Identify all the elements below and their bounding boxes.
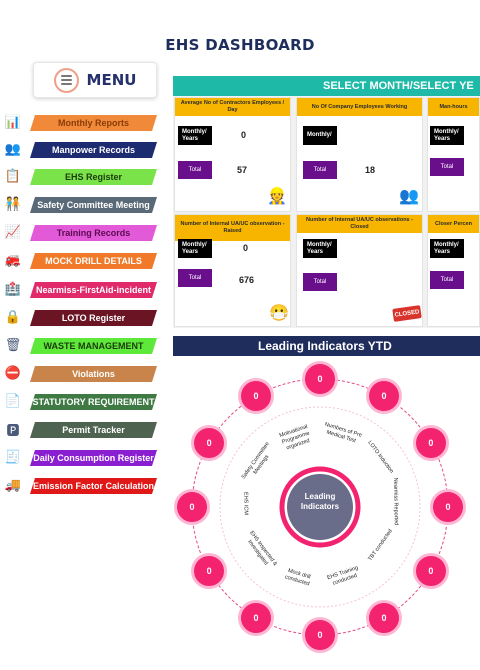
- team-icon: 👥: [399, 188, 419, 205]
- sidebar-item[interactable]: 🅿 Permit Tracker: [0, 419, 165, 441]
- sidebar-item[interactable]: 🗑 WASTE MANAGEMENT: [0, 335, 165, 357]
- menu-label: MENU: [86, 71, 137, 89]
- total-label: Total: [303, 161, 337, 179]
- consumption-icon: 🧾: [4, 449, 22, 464]
- sidebar-item-label[interactable]: Nearmiss-FirstAid-incident: [30, 282, 157, 298]
- clipboard-icon: 📊: [4, 114, 22, 129]
- kpi-card-title: No Of Company Employees Working: [297, 98, 422, 116]
- sidebar-item[interactable]: 🚒 MOCK DRILL DETAILS: [0, 250, 165, 272]
- indicator-node: 0: [302, 361, 338, 397]
- training-icon: 📈: [4, 224, 22, 239]
- total-label: Total: [178, 269, 212, 287]
- sidebar-item[interactable]: 📄 STATUTORY REQUIREMENT: [0, 391, 165, 413]
- kpi-card-contractors: Average No of Contractors Employees / Da…: [174, 97, 291, 212]
- kpi-card-closer-percentage: Closer Percen Monthly/ Years Total: [427, 214, 480, 327]
- kpi-card-observations-closed: Number of Internal UA/UC observations - …: [296, 214, 423, 327]
- emission-icon: 🚚: [4, 477, 22, 492]
- total-label: Total: [430, 271, 464, 289]
- sidebar-item-label[interactable]: Daily Consumption Register: [30, 450, 157, 466]
- monthly-value: 0: [241, 130, 247, 140]
- observer-icon: 😷: [269, 305, 289, 322]
- menu-icon: [53, 67, 79, 93]
- monthly-value: 0: [243, 243, 249, 253]
- sidebar-item-label[interactable]: Manpower Records: [30, 142, 157, 158]
- sidebar-item-label[interactable]: LOTO Register: [30, 310, 157, 326]
- leading-indicators-header: Leading Indicators YTD: [173, 336, 480, 356]
- total-value: 676: [239, 275, 255, 285]
- monthly-years-label[interactable]: Monthly/: [303, 126, 337, 145]
- monthly-years-label[interactable]: Monthly/ Years: [303, 239, 337, 258]
- sidebar-item[interactable]: 🧾 Daily Consumption Register: [0, 447, 165, 469]
- waste-icon: 🗑: [4, 337, 22, 352]
- kpi-card-company-employees: No Of Company Employees Working Monthly/…: [296, 97, 423, 212]
- permit-icon: 🅿: [6, 422, 20, 438]
- incident-icon: 🏥: [4, 281, 22, 296]
- kpi-card-title: Average No of Contractors Employees / Da…: [175, 98, 290, 116]
- indicator-node: 0: [366, 378, 402, 415]
- indicator-node: 0: [238, 378, 274, 415]
- indicator-node: 0: [412, 425, 449, 461]
- sidebar: MENU 📊 Monthly Reports 👥 Manpower Records 📋 E…: [0, 62, 165, 670]
- sidebar-item-label[interactable]: EHS Register: [30, 169, 157, 185]
- sidebar-item[interactable]: 🧑‍🤝‍🧑 Safety Committee Meeting: [0, 194, 165, 216]
- kpi-card-title: Number of Internal UA/UC observation - R…: [175, 215, 290, 241]
- sidebar-item-label[interactable]: Permit Tracker: [30, 422, 157, 438]
- violation-icon: ⛔: [4, 365, 22, 380]
- indicator-node: 0: [191, 425, 228, 461]
- menu-header[interactable]: MENU: [33, 62, 157, 98]
- kpi-card-observations-raised: Number of Internal UA/UC observation - R…: [174, 214, 291, 327]
- register-icon: 📋: [4, 168, 22, 183]
- indicator-spoke-label: Nearmiss Reported: [392, 477, 399, 526]
- monthly-years-label[interactable]: Monthly/ Years: [178, 239, 212, 258]
- total-label: Total: [303, 273, 337, 291]
- indicator-node: 0: [430, 489, 466, 525]
- sidebar-item-label[interactable]: Emission Factor Calculation: [30, 478, 157, 494]
- worker-icon: 👥: [4, 141, 22, 156]
- kpi-card-man-hours: Man-hours Monthly/ Years Total: [427, 97, 480, 212]
- page-title: EHS DASHBOARD: [165, 36, 315, 54]
- indicator-node: 0: [412, 553, 449, 589]
- monthly-years-label[interactable]: Monthly/ Years: [178, 126, 212, 145]
- total-value: 18: [365, 165, 376, 175]
- total-label: Total: [178, 161, 212, 179]
- closed-sign-icon: CLOSED: [392, 305, 422, 322]
- indicator-node: 0: [302, 617, 338, 653]
- kpi-card-title: Man-hours: [428, 98, 479, 116]
- indicator-node: 0: [191, 553, 228, 589]
- indicator-node: 0: [174, 489, 210, 525]
- lock-icon: 🔒: [4, 309, 22, 324]
- drill-icon: 🚒: [4, 252, 22, 267]
- worker-icon: 👷: [267, 188, 287, 205]
- sidebar-item-label[interactable]: Violations: [30, 366, 157, 382]
- sidebar-item-label[interactable]: STATUTORY REQUIREMENT: [30, 394, 157, 410]
- leading-center-label: Leading Indicators: [300, 492, 340, 511]
- select-month-banner[interactable]: SELECT MONTH/SELECT YE: [173, 76, 480, 96]
- sidebar-item[interactable]: 🏥 Nearmiss-FirstAid-incident: [0, 279, 165, 301]
- sidebar-item[interactable]: 📋 EHS Register: [0, 166, 165, 188]
- total-value: 57: [237, 165, 248, 175]
- kpi-card-title: Closer Percen: [428, 215, 479, 233]
- sidebar-item[interactable]: 🔒 LOTO Register: [0, 307, 165, 329]
- sidebar-item-label[interactable]: Safety Committee Meeting: [30, 197, 157, 213]
- sidebar-item-label[interactable]: Training Records: [30, 225, 157, 241]
- indicator-node: 0: [366, 599, 402, 636]
- indicator-node: 0: [238, 599, 274, 636]
- sidebar-item-label[interactable]: WASTE MANAGEMENT: [30, 338, 157, 354]
- sidebar-item[interactable]: 📊 Monthly Reports: [0, 112, 165, 134]
- sidebar-item[interactable]: 📈 Training Records: [0, 222, 165, 244]
- total-label: Total: [430, 158, 464, 176]
- document-icon: 📄: [4, 393, 22, 408]
- sidebar-item-label[interactable]: Monthly Reports: [30, 115, 157, 131]
- sidebar-item-label[interactable]: MOCK DRILL DETAILS: [30, 253, 157, 269]
- meeting-icon: 🧑‍🤝‍🧑: [4, 196, 22, 211]
- sidebar-item[interactable]: ⛔ Violations: [0, 363, 165, 385]
- kpi-card-title: Number of Internal UA/UC observations - …: [297, 215, 422, 233]
- monthly-years-label[interactable]: Monthly/ Years: [430, 126, 464, 145]
- sidebar-item[interactable]: 👥 Manpower Records: [0, 139, 165, 161]
- sidebar-item[interactable]: 🚚 Emission Factor Calculation: [0, 475, 165, 497]
- diagram-rings: [191, 378, 449, 636]
- monthly-years-label[interactable]: Monthly/ Years: [430, 239, 464, 258]
